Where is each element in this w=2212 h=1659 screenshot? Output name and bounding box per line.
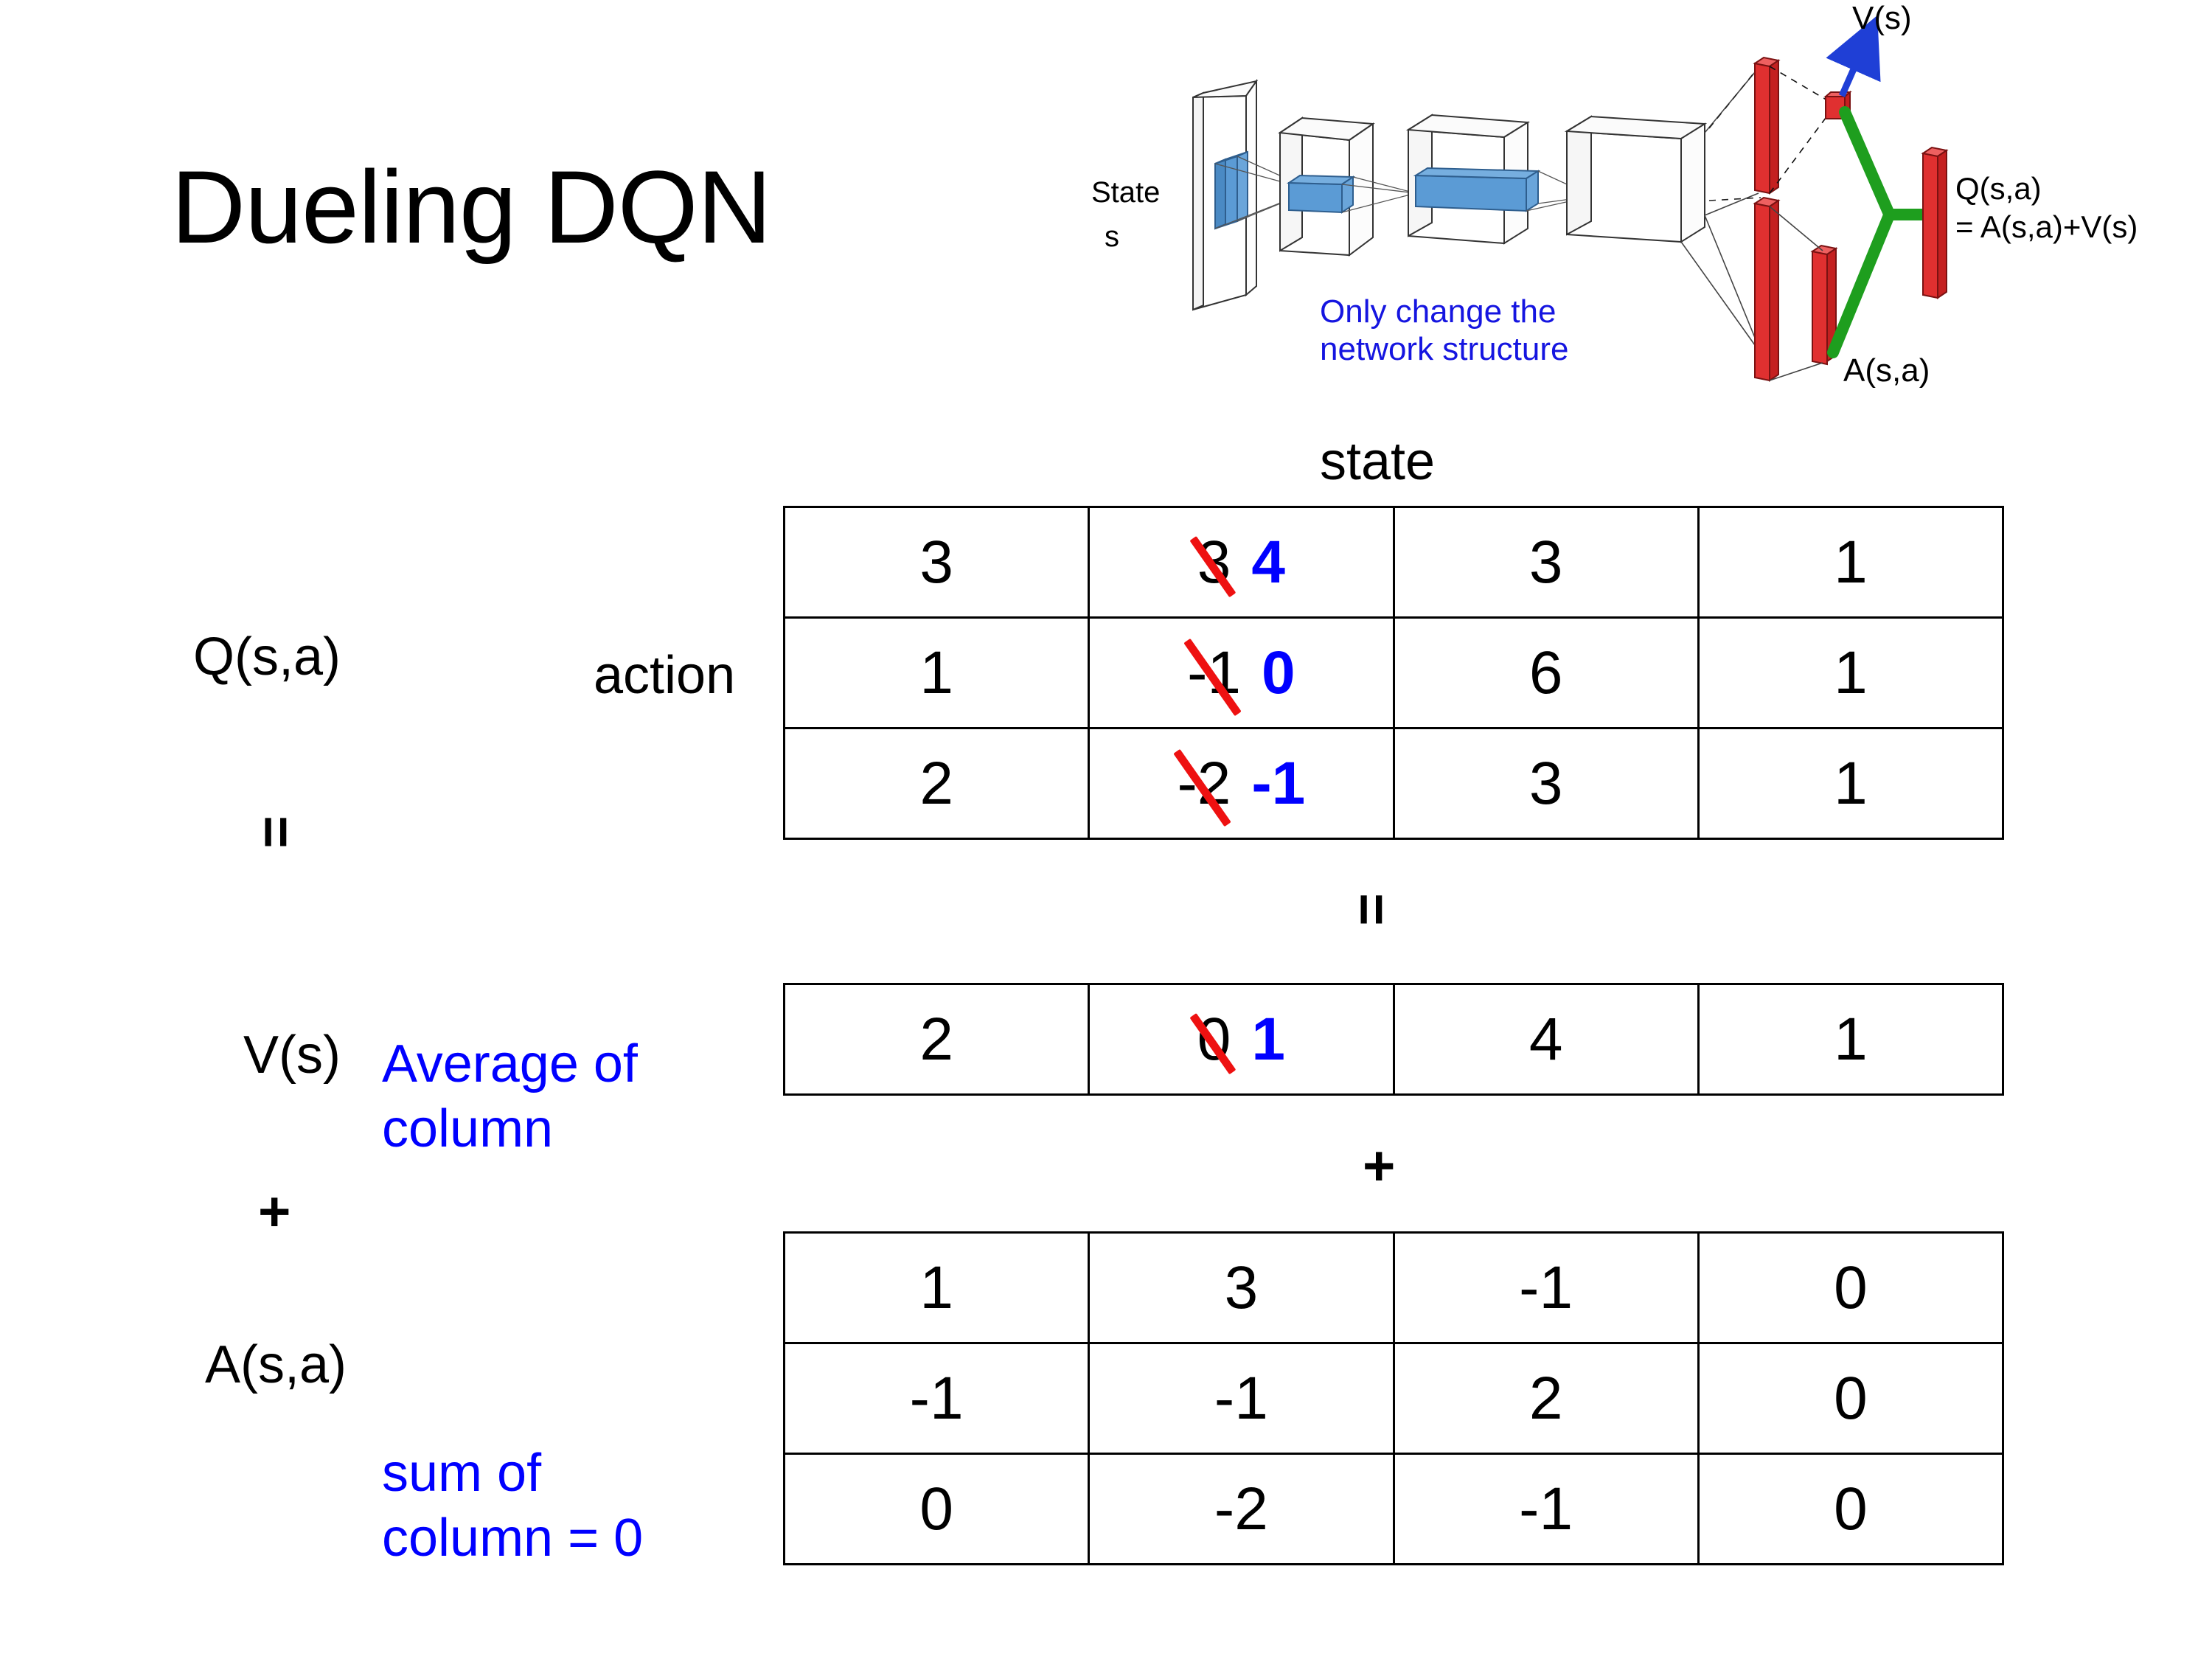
table-cell-edited: -1 0 [1088, 616, 1395, 729]
table-cell: -1 [1088, 1342, 1395, 1455]
table-cell: 1 [1697, 616, 2005, 729]
table-cell: 3 [1392, 727, 1700, 840]
edited-value-group: -2 -1 [1177, 749, 1305, 818]
table-cell: 1 [782, 616, 1091, 729]
dueling-network-diagram: State s Only change the network structur… [1091, 0, 2212, 413]
table-cell-edited: -2 -1 [1088, 727, 1395, 840]
sum-of-column-note: sum of column = 0 [382, 1444, 644, 1568]
plus-sign-middle: + [1363, 1135, 1396, 1197]
table-cell: 0 [1697, 1453, 2005, 1565]
q-function-label: Q(s,a) [193, 627, 341, 686]
page-title: Dueling DQN [171, 149, 772, 265]
table-cell: 1 [1697, 983, 2005, 1096]
a-function-label: A(s,a) [205, 1335, 347, 1394]
struck-out-value: 0 [1197, 1005, 1231, 1073]
diagram-q-label-line2: = A(s,a)+V(s) [1955, 209, 2138, 244]
struck-out-value: -2 [1177, 749, 1231, 817]
table-cell: 0 [1697, 1231, 2005, 1344]
table-cell: 2 [1392, 1342, 1700, 1455]
struck-out-value: 3 [1197, 528, 1231, 596]
table-cell: -2 [1088, 1453, 1395, 1565]
table-cell: 3 [1392, 506, 1700, 619]
v-function-label: V(s) [243, 1026, 341, 1085]
corrected-value: 4 [1251, 528, 1285, 596]
table-cell: 6 [1392, 616, 1700, 729]
diagram-advantage-label: A(s,a) [1843, 352, 1930, 389]
corrected-value: 1 [1251, 1005, 1285, 1073]
diagram-value-label: V(s) [1852, 0, 1912, 36]
corrected-value: -1 [1251, 749, 1306, 817]
diagram-state-label-line2: s [1105, 220, 1119, 253]
table-cell: 4 [1392, 983, 1700, 1096]
plus-sign-left: + [258, 1180, 291, 1243]
corrected-value: 0 [1262, 639, 1295, 706]
table-cell: 2 [782, 983, 1091, 1096]
diagram-state-label-line1: State [1091, 176, 1161, 209]
table-cell: -1 [782, 1342, 1091, 1455]
diagram-q-label-line1: Q(s,a) [1955, 171, 2042, 206]
table-cell: 3 [1088, 1231, 1395, 1344]
diagram-note: Only change the network structure [1320, 293, 1569, 367]
equals-sign-middle: = [1340, 893, 1403, 926]
struck-out-value: -1 [1187, 639, 1242, 706]
table-cell: -1 [1392, 1231, 1700, 1344]
equals-sign-left: = [244, 815, 307, 849]
state-column-header: state [1320, 432, 1436, 491]
table-cell: -1 [1392, 1453, 1700, 1565]
average-of-column-note: Average of column [382, 1034, 638, 1158]
table-cell: 0 [782, 1453, 1091, 1565]
table-cell: 3 [782, 506, 1091, 619]
table-cell: 1 [1697, 727, 2005, 840]
table-cell: 0 [1697, 1342, 2005, 1455]
edited-value-group: -1 0 [1187, 639, 1295, 708]
action-row-header: action [594, 646, 736, 705]
table-cell: 1 [1697, 506, 2005, 619]
network-svg [1192, 15, 1949, 382]
table-cell: 2 [782, 727, 1091, 840]
table-cell: 1 [782, 1231, 1091, 1344]
